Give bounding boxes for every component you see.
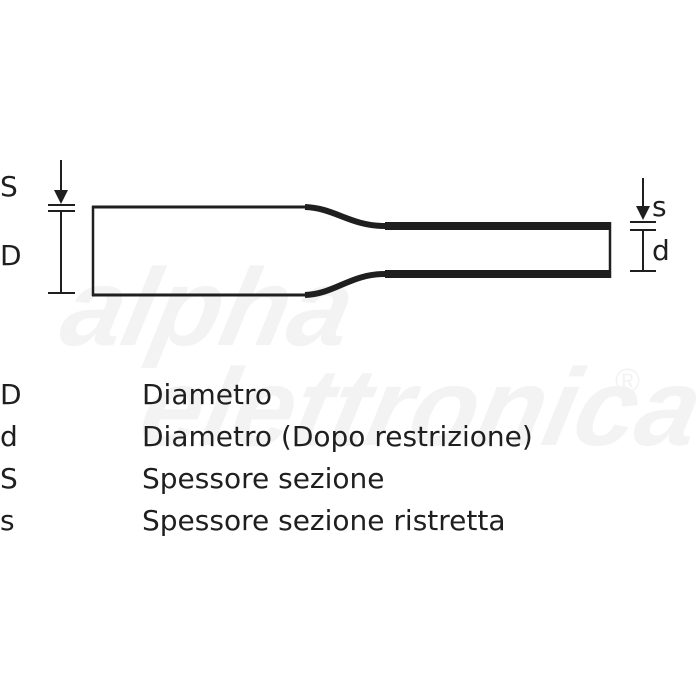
label-restricted-thickness: s [652,190,667,223]
legend-item: d Diametro (Dopo restrizione) [0,416,700,458]
legend-description: Diametro (Dopo restrizione) [142,420,533,453]
legend-description: Spessore sezione ristretta [142,504,506,537]
legend-symbol: D [0,378,22,411]
legend-item: D Diametro [0,374,700,416]
legend-symbol: s [0,504,15,537]
label-outer-thickness: S [0,170,18,203]
label-restricted-diameter: d [652,234,670,267]
legend-description: Diametro [142,378,273,411]
legend-item: s Spessore sezione ristretta [0,500,700,542]
legend: D Diametro d Diametro (Dopo restrizione)… [0,374,700,542]
legend-item: S Spessore sezione [0,458,700,500]
restricted-dimension-marker [630,178,656,272]
tube-outline [91,204,612,298]
arrow-down-icon [54,190,68,204]
legend-description: Spessore sezione [142,462,385,495]
legend-symbol: S [0,462,18,495]
legend-symbol: d [0,420,18,453]
outer-dimension-marker [48,160,75,294]
label-outer-diameter: D [0,239,22,272]
arrow-down-icon [636,206,650,220]
